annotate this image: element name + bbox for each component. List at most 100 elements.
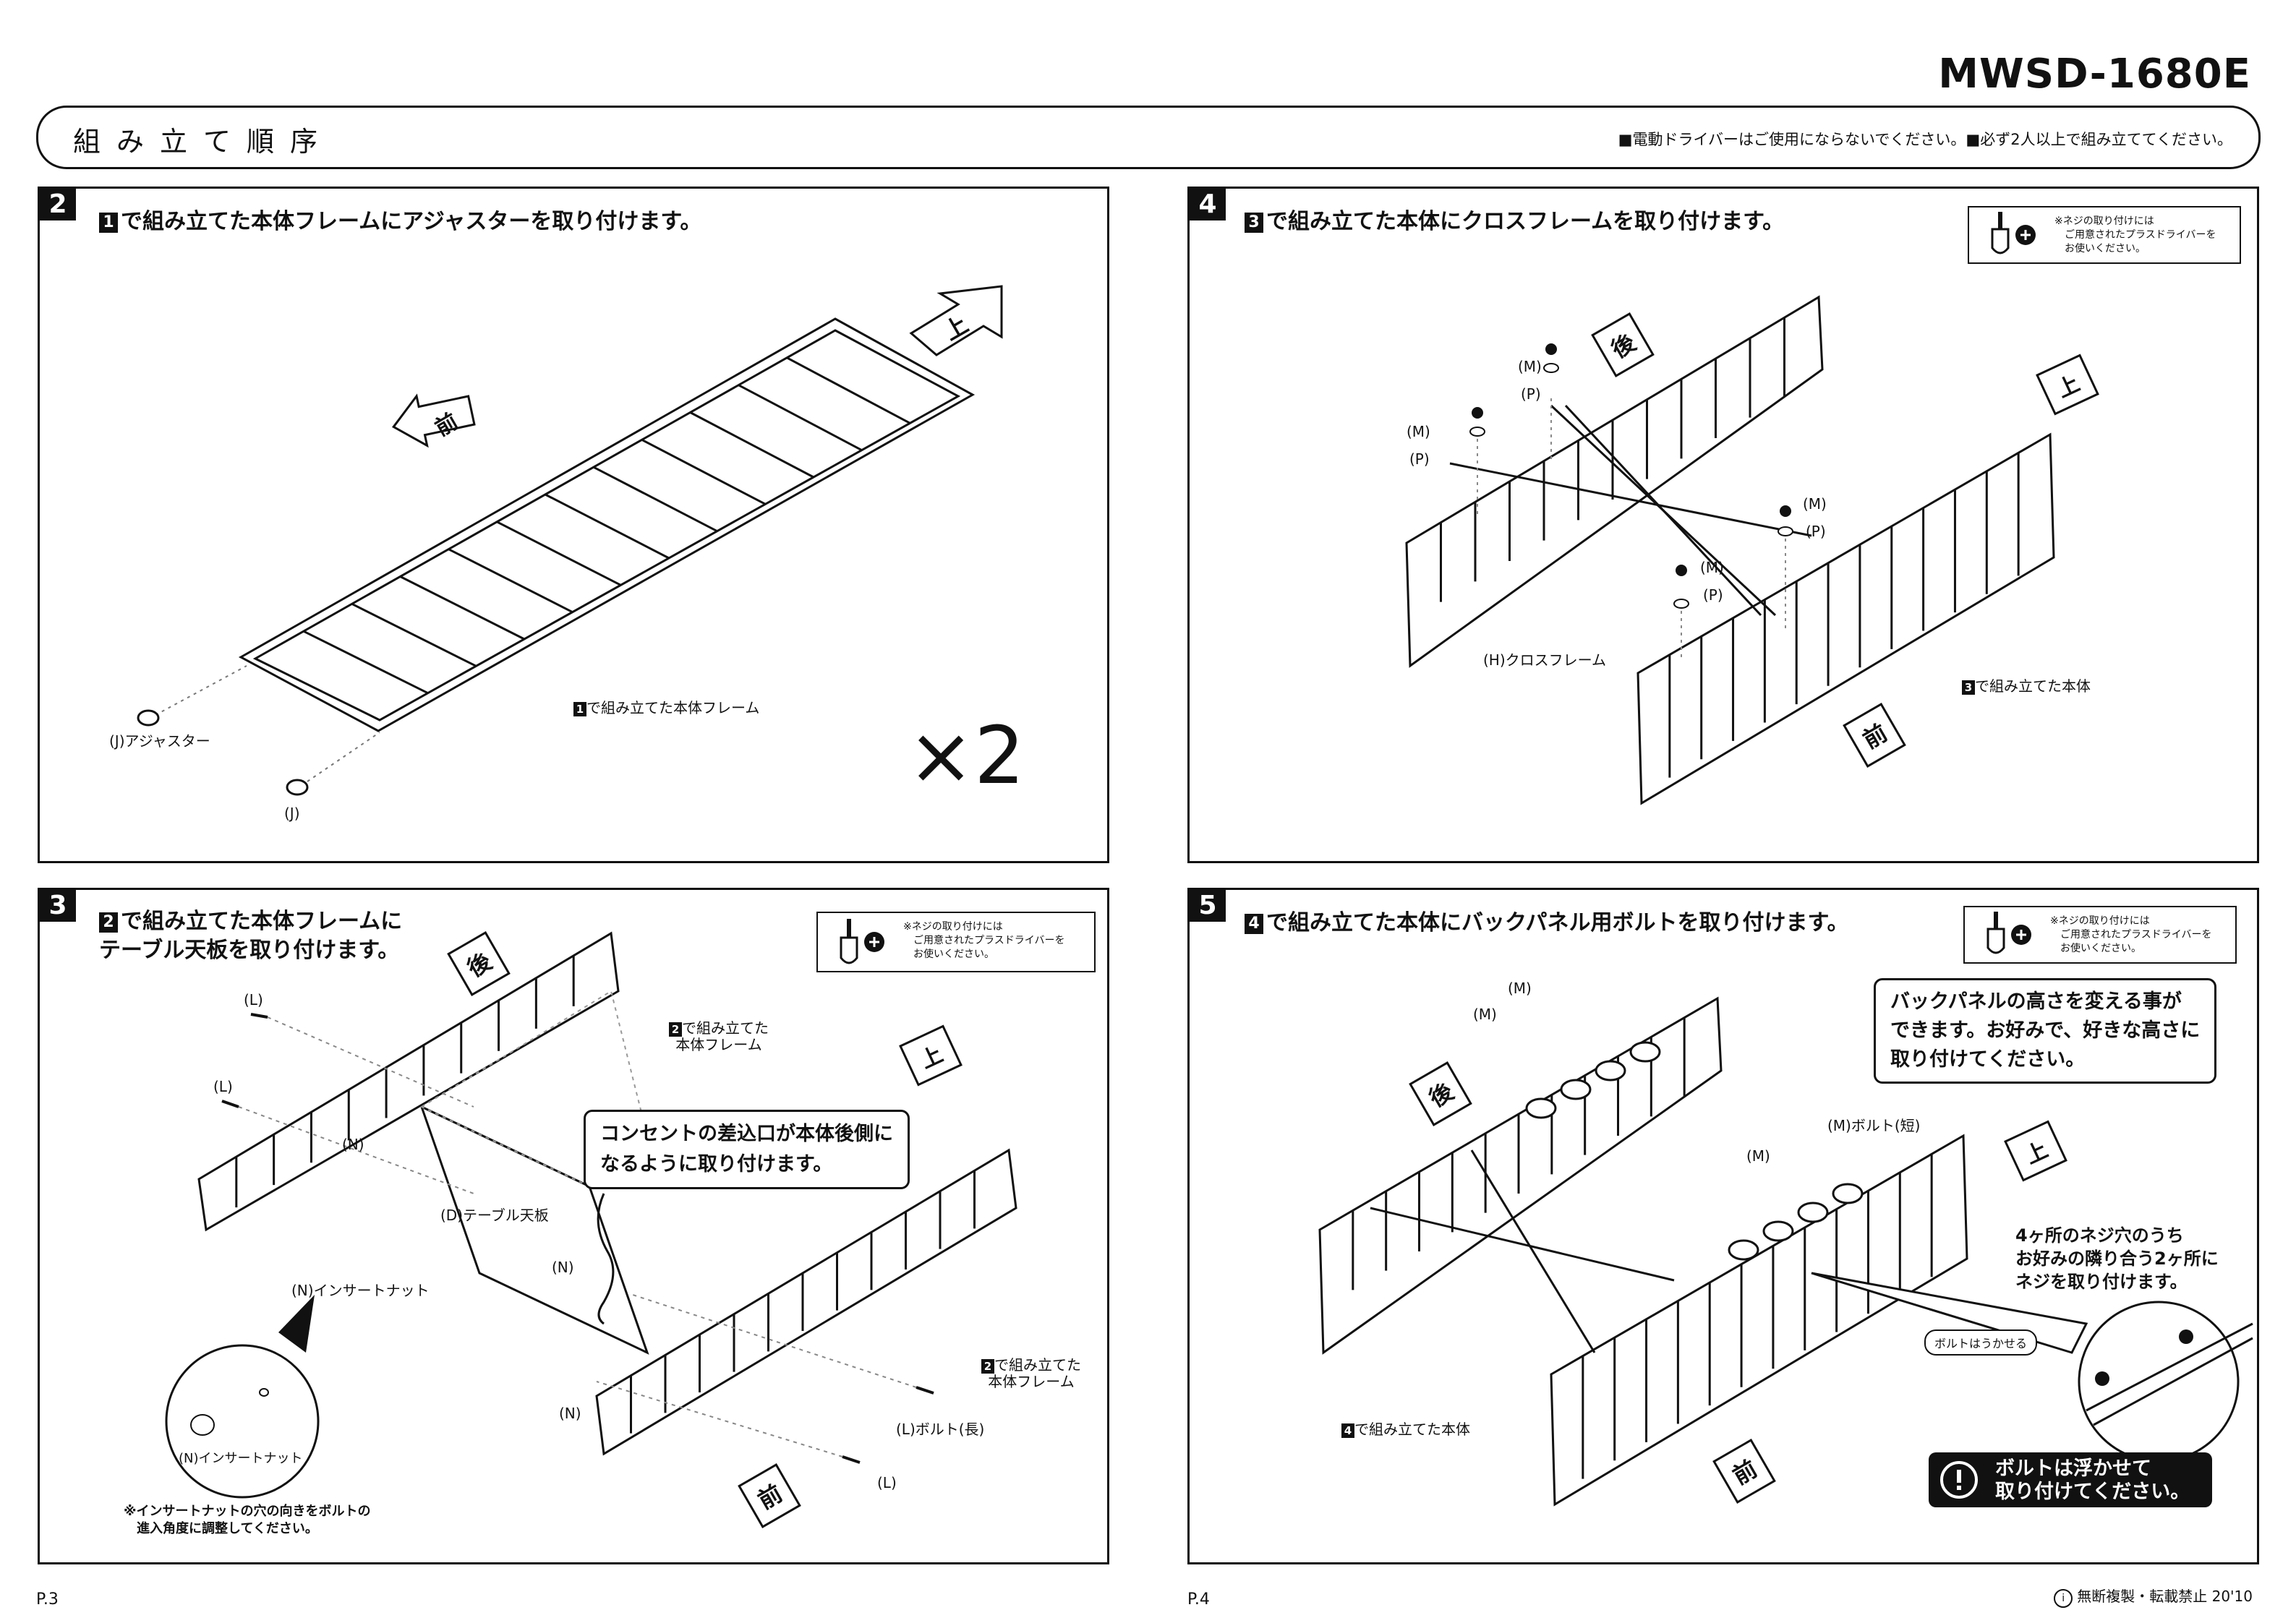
bolt-hole	[1525, 1097, 1557, 1119]
cross-frame-label: (H)クロスフレーム	[1483, 651, 1607, 669]
frame-bar	[496, 521, 622, 586]
screwdriver-icon	[1986, 912, 2031, 954]
frame-bar	[399, 575, 525, 641]
screwdriver-note: ※ネジの取り付けには ご用意されたプラスドライバーを お使いください。	[1968, 206, 2241, 264]
cross-frame-illustration	[1405, 295, 2055, 805]
screwdriver-note: ※ネジの取り付けには ご用意されたプラスドライバーを お使いください。	[1963, 906, 2237, 964]
frame-bar	[448, 548, 573, 614]
screw-m-label: (M)	[1803, 495, 1827, 513]
bolt-hole	[1560, 1079, 1592, 1100]
frame-bar	[593, 466, 718, 532]
bolt-hole	[1629, 1041, 1661, 1063]
frame-right-text1: で組み立てた	[994, 1356, 1081, 1374]
screw-m-label: (M)	[1473, 1006, 1497, 1023]
screwdriver-note-text: ※ネジの取り付けには ご用意されたプラスドライバーを お使いください。	[2050, 915, 2212, 954]
step-number: 4	[1190, 189, 1226, 220]
step-title-text: で組み立てた本体フレームにアジャスターを取り付けます。	[121, 209, 702, 234]
bolt-long-label: (L)ボルト(長)	[896, 1421, 985, 1438]
bolt-hole	[1762, 1220, 1794, 1242]
step-number: 2	[40, 189, 76, 220]
step-number: 5	[1190, 890, 1226, 922]
bolt-hole	[1728, 1239, 1759, 1261]
washer-p-label: (P)	[1409, 450, 1430, 468]
bolt-illustration	[1318, 996, 2253, 1507]
copyright-text: 無断複製・転載禁止 20'10	[2077, 1588, 2253, 1605]
bolt-label: (L)	[877, 1474, 897, 1491]
nut-label: (N)	[559, 1405, 581, 1422]
frame-bar	[738, 384, 863, 451]
warning-box: ボルトは浮かせて 取り付けてください。	[1929, 1452, 2212, 1507]
screwdriver-icon	[1991, 212, 2036, 254]
page-number-left: P.3	[36, 1590, 59, 1609]
nut-label: (N)	[552, 1259, 574, 1276]
frame-bar	[689, 411, 814, 479]
screwdriver-icon	[840, 919, 884, 964]
ref-step-badge: 2	[669, 1022, 682, 1037]
hole-choice-note: 4ヶ所のネジ穴のうち お好みの隣り合う2ヶ所に ネジを取り付けます。	[2015, 1225, 2219, 1292]
ref-step-badge: 4	[1341, 1423, 1354, 1438]
frame-bar	[641, 439, 767, 505]
screw-m-label: (M)	[1508, 980, 1532, 997]
adjuster-short-label: (J)	[284, 805, 300, 822]
frame-bar	[786, 356, 911, 424]
ref-step-badge: 2	[981, 1359, 994, 1374]
frame-bar	[351, 602, 477, 667]
step-number: 3	[40, 890, 76, 922]
frame-top-text1: で組み立てた	[682, 1019, 769, 1037]
section-title-bar: 組み立て順序 ■電動ドライバーはご使用にならないでください。■必ず2人以上で組み…	[36, 106, 2261, 169]
frame-bar	[303, 630, 429, 695]
bolt-hole	[1797, 1202, 1829, 1223]
washer-p-label: (P)	[1806, 523, 1826, 540]
arrow-front	[391, 393, 476, 448]
step-title-text: で組み立てた本体にクロスフレームを取り付けます。	[1266, 209, 1785, 234]
bolt-short-label: (M)ボルト(短)	[1827, 1117, 1921, 1134]
bolt-hole	[1595, 1060, 1626, 1082]
body-label-text: で組み立てた本体	[1975, 677, 2091, 695]
tabletop-label: (D)テーブル天板	[440, 1207, 549, 1224]
frame-illustration	[137, 317, 976, 796]
screw-m-label: (M)	[1746, 1147, 1770, 1165]
float-label: ボルトはうかせる	[1924, 1329, 2038, 1356]
step-title-text: で組み立てた本体にバックパネル用ボルトを取り付けます。	[1266, 910, 1849, 935]
ref-step-badge: 4	[1245, 914, 1263, 934]
table-illustration	[165, 931, 1017, 1499]
step-title-line2: テーブル天板を取り付けます。	[99, 938, 400, 963]
screwdriver-note-text: ※ネジの取り付けには ご用意されたプラスドライバーを お使いください。	[903, 921, 1065, 960]
section-title: 組み立て順序	[73, 126, 334, 158]
multiplier: ×2	[908, 709, 1025, 802]
ref-step-badge: 2	[99, 912, 118, 933]
screw-m-label: (M)	[1700, 559, 1724, 576]
step-title-line1: で組み立てた本体フレームに	[121, 909, 403, 934]
ref-step-badge: 1	[573, 702, 586, 716]
adjuster-label: (J)アジャスター	[109, 732, 210, 750]
insert-nut-label: (N)インサートナット	[291, 1282, 430, 1299]
body-label-text: で組み立てた本体	[1354, 1421, 1470, 1438]
bolt-label: (L)	[213, 1078, 233, 1095]
washer-p-label: (P)	[1521, 385, 1541, 403]
screwdriver-note: ※ネジの取り付けには ご用意されたプラスドライバーを お使いください。	[816, 912, 1096, 972]
insert-nut-footnote: ※インサートナットの穴の向きをボルトの 進入角度に調整してください。	[124, 1504, 371, 1536]
header-notes: ■電動ドライバーはご使用にならないでください。■必ず2人以上で組み立ててください…	[1618, 131, 2232, 148]
nut-label: (N)	[342, 1136, 364, 1153]
frame-label-text: で組み立てた本体フレーム	[586, 699, 760, 716]
model-number: MWSD-1680E	[1938, 51, 2251, 98]
frame-bar	[545, 493, 670, 560]
ref-step-badge: 3	[1245, 213, 1263, 233]
ref-step-badge: 3	[1962, 680, 1975, 695]
info-icon: i	[2054, 1589, 2073, 1608]
bolt-label: (L)	[244, 991, 263, 1009]
exclamation-icon	[1940, 1461, 1978, 1499]
